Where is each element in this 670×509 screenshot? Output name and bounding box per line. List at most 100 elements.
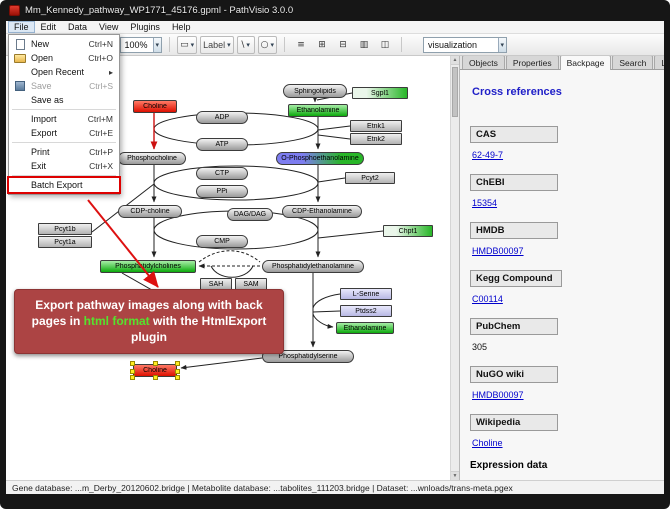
menu-item-label: Print <box>31 147 50 157</box>
node-label: CDP-choline <box>130 208 170 215</box>
selection-handle[interactable] <box>130 361 135 366</box>
node-o-phosphoethanolamine[interactable]: O-Phosphoethanolamine <box>276 152 364 165</box>
node-l-serine[interactable]: L-Serine <box>340 288 392 300</box>
menu-data[interactable]: Data <box>68 22 88 32</box>
menu-shortcut: Ctrl+O <box>88 53 113 63</box>
node-etnk2[interactable]: Etnk2 <box>350 133 402 145</box>
grid-add-button[interactable]: ⊞ <box>313 36 331 54</box>
node-ethanolamine[interactable]: Ethanolamine <box>288 104 348 117</box>
line-tool-dropdown[interactable]: \ ▾ <box>236 35 255 54</box>
node-ctp[interactable]: CTP <box>196 167 248 180</box>
canvas-vertical-scrollbar[interactable]: ▲ ▼ <box>450 56 459 480</box>
selection-handle[interactable] <box>153 361 158 366</box>
selection-handle[interactable] <box>130 375 135 380</box>
zoom-value: 100% <box>124 39 148 50</box>
node-adp[interactable]: ADP <box>196 111 248 124</box>
node-ptdss2[interactable]: Ptdss2 <box>340 305 392 317</box>
align-stack-button[interactable]: ≡ <box>292 36 310 54</box>
node-label: Choline <box>143 367 167 374</box>
node-cdp-ethanolamine[interactable]: CDP-Ethanolamine <box>282 205 362 218</box>
node-chpt1[interactable]: Chpt1 <box>383 225 433 237</box>
node-atp[interactable]: ATP <box>196 138 248 151</box>
node-pcyt2[interactable]: Pcyt2 <box>345 172 395 184</box>
grid-remove-button[interactable]: ⊟ <box>334 36 352 54</box>
xref-link[interactable]: C00114 <box>472 294 503 304</box>
cross-references-title: Cross references <box>472 86 562 98</box>
node-ethanolamine[interactable]: Ethanolamine <box>336 322 394 334</box>
tab-search[interactable]: Search <box>612 56 654 69</box>
node-label: Phosphatidylserine <box>278 353 338 360</box>
node-phosphatidylserine[interactable]: Phosphatidylserine <box>262 350 354 363</box>
pathway-edge <box>317 125 351 131</box>
node-dag-dag[interactable]: DAG/DAG <box>227 208 273 221</box>
menu-item-save-as[interactable]: Save as <box>9 93 119 107</box>
selection-handle[interactable] <box>175 369 180 374</box>
node-etnk1[interactable]: Etnk1 <box>350 120 402 132</box>
zoom-combobox[interactable]: 100% ▾ <box>119 36 163 53</box>
selection-handle[interactable] <box>175 361 180 366</box>
node-ppi[interactable]: PPi <box>196 185 248 198</box>
menu-item-batch-export[interactable]: Batch Export <box>7 176 121 194</box>
tab-backpage[interactable]: Backpage <box>559 56 612 70</box>
node-pcyt1a[interactable]: Pcyt1a <box>38 236 92 248</box>
node-label: ATP <box>215 141 229 148</box>
node-pcyt1b[interactable]: Pcyt1b <box>38 223 92 235</box>
xref-link[interactable]: HMDB00097 <box>472 390 524 400</box>
scroll-down-icon[interactable]: ▼ <box>451 471 459 480</box>
node-label: CDP-Ethanolamine <box>292 208 352 215</box>
shape-tool-icon: ○ <box>260 39 269 50</box>
scroll-up-icon[interactable]: ▲ <box>451 56 459 65</box>
split-view-button[interactable]: ◫ <box>376 36 394 54</box>
menu-file[interactable]: File <box>8 21 35 33</box>
menu-help[interactable]: Help <box>171 22 191 32</box>
title-bar[interactable]: Mm_Kennedy_pathway_WP1771_45176.gpml - P… <box>0 0 670 21</box>
node-label: Phosphatidylcholines <box>115 263 181 270</box>
align-stack-icon: ≡ <box>297 39 305 50</box>
menu-edit[interactable]: Edit <box>40 22 57 32</box>
tab-properties[interactable]: Properties <box>505 56 559 69</box>
menu-item-label: Export <box>31 128 58 138</box>
node-sphingolipids[interactable]: Sphingolipids <box>283 84 347 98</box>
node-sgpl1[interactable]: Sgpl1 <box>352 87 408 99</box>
tab-legend[interactable]: Legend <box>654 56 664 69</box>
pathway-edge <box>198 250 261 263</box>
label-tool-dropdown[interactable]: Label ▾ <box>200 35 234 54</box>
menu-plugins[interactable]: Plugins <box>130 22 160 32</box>
selection-handle[interactable] <box>130 369 135 374</box>
selection-handle[interactable] <box>153 375 158 380</box>
xref-link[interactable]: Choline <box>472 438 503 448</box>
shape-tool-dropdown[interactable]: ○ ▾ <box>257 35 278 54</box>
app-icon <box>9 5 20 16</box>
scrollbar-thumb[interactable] <box>452 67 458 117</box>
node-choline[interactable]: Choline <box>130 361 180 380</box>
node-phosphocholine[interactable]: Phosphocholine <box>118 152 186 165</box>
datanode-tool-dropdown[interactable]: ▭ ▾ <box>177 35 198 54</box>
menu-item-open-recent[interactable]: Open Recent▸ <box>9 65 119 79</box>
node-choline[interactable]: Choline <box>133 100 177 113</box>
visualization-combobox[interactable]: visualization ▾ <box>423 36 508 53</box>
xref-link[interactable]: 15354 <box>472 198 498 208</box>
node-cdp-choline[interactable]: CDP-choline <box>118 205 182 218</box>
selection-handle[interactable] <box>175 375 180 380</box>
tab-objects[interactable]: Objects <box>462 56 505 69</box>
xref-link[interactable]: 62-49-7 <box>472 150 504 160</box>
node-phosphatidylethanolamine[interactable]: Phosphatidylethanolamine <box>262 260 364 273</box>
node-phosphatidylcholines[interactable]: Phosphatidylcholines <box>100 260 196 273</box>
align-grid-button[interactable]: ▥ <box>355 36 373 54</box>
node-label: Phosphocholine <box>127 155 177 162</box>
menu-view[interactable]: View <box>99 22 119 32</box>
node-cmp[interactable]: CMP <box>196 235 248 248</box>
pathway-edge <box>317 177 346 183</box>
xref-link[interactable]: HMDB00097 <box>472 246 524 256</box>
pathway-edge <box>317 134 351 140</box>
